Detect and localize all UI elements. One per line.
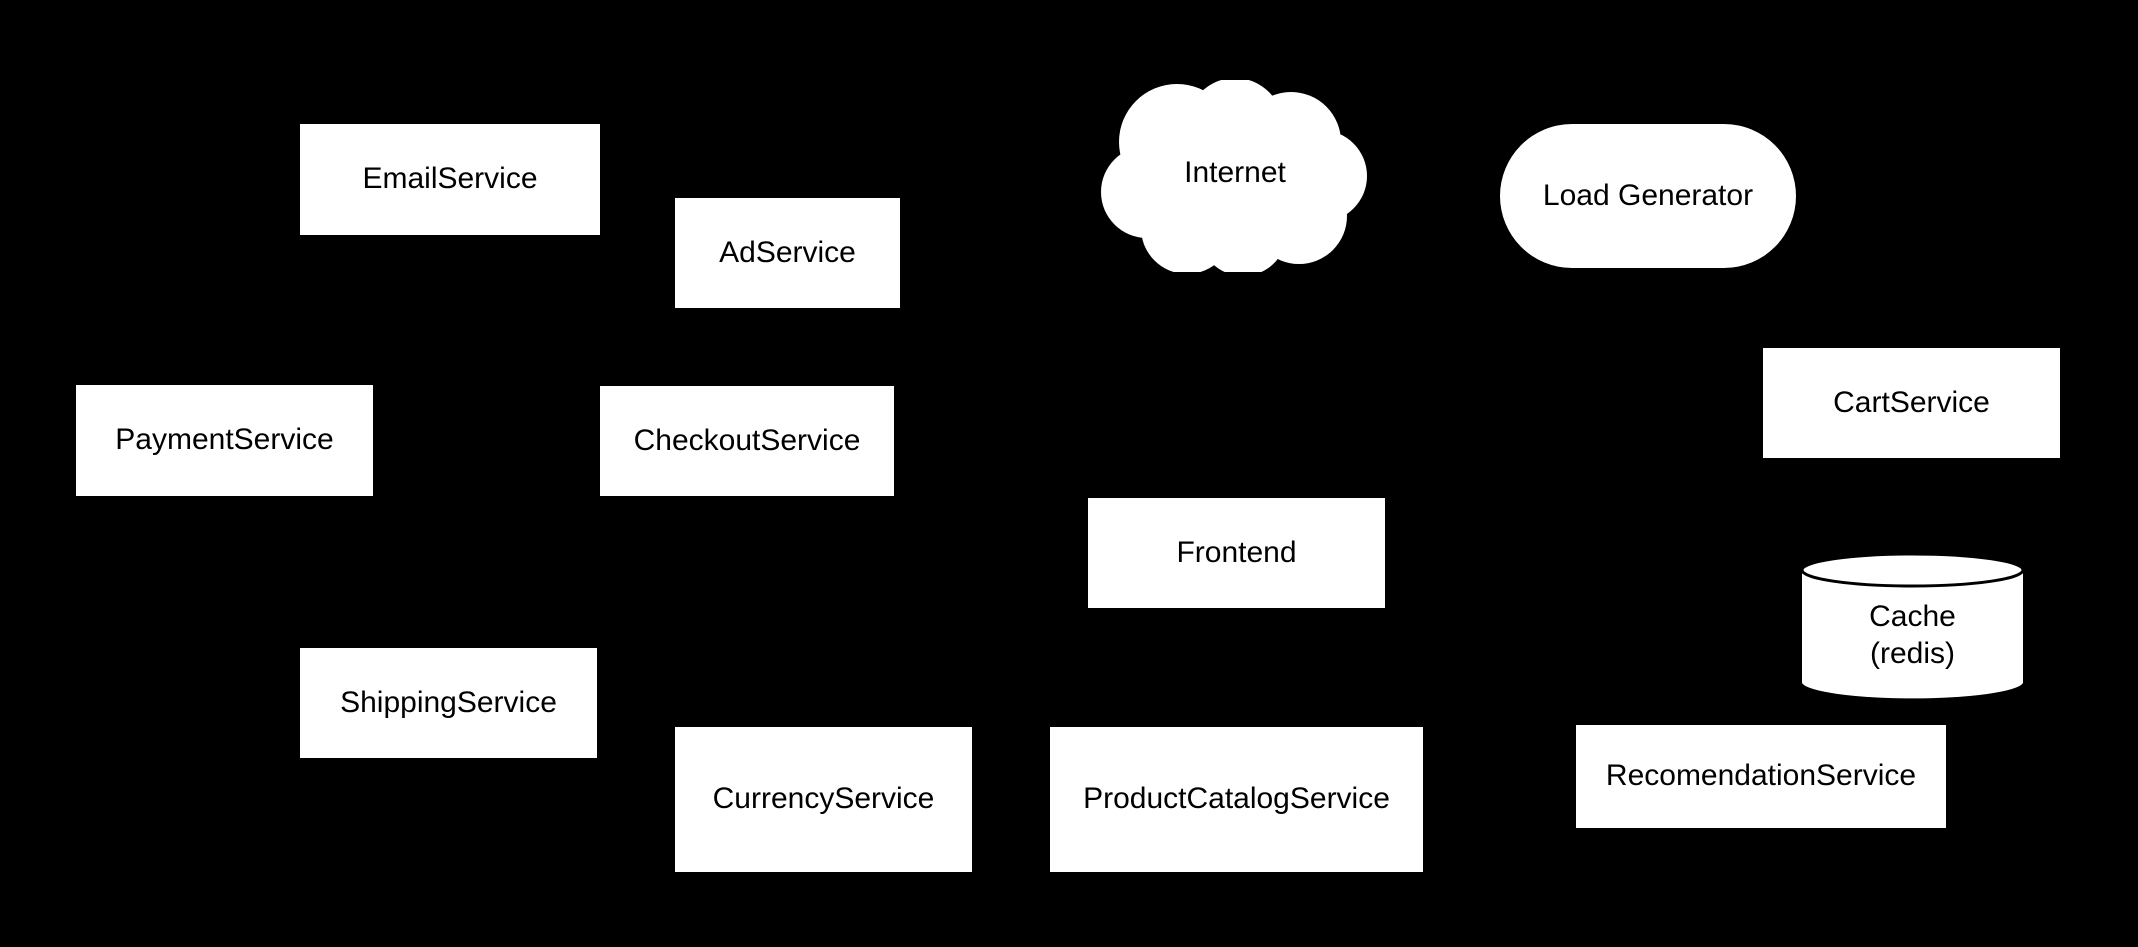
database-cylinder-icon bbox=[1800, 553, 2025, 699]
node-label-checkout-service: CheckoutService bbox=[633, 423, 861, 457]
node-label-payment-service: PaymentService bbox=[115, 423, 334, 457]
node-label-frontend: Frontend bbox=[1176, 535, 1297, 569]
node-cart-service[interactable]: CartService bbox=[1763, 348, 2060, 458]
node-load-generator[interactable]: Load Generator bbox=[1500, 124, 1796, 268]
node-label-email-service: EmailService bbox=[362, 162, 538, 196]
node-ad-service[interactable]: AdService bbox=[675, 198, 900, 308]
node-checkout-service[interactable]: CheckoutService bbox=[600, 386, 894, 496]
node-label-cart-service: CartService bbox=[1833, 385, 1990, 419]
node-label-cache-redis: Cache (redis) bbox=[1869, 600, 1956, 670]
cloud-icon bbox=[1101, 80, 1367, 272]
node-frontend[interactable]: Frontend bbox=[1088, 498, 1385, 608]
node-product-catalog-service[interactable]: ProductCatalogService bbox=[1050, 727, 1423, 872]
node-internet[interactable]: Internet bbox=[1085, 80, 1385, 272]
node-shipping-service[interactable]: ShippingService bbox=[300, 648, 597, 758]
node-label-shipping-service: ShippingService bbox=[340, 685, 557, 719]
node-recomendation-service[interactable]: RecomendationService bbox=[1576, 725, 1946, 828]
node-label-recomendation-service: RecomendationService bbox=[1605, 759, 1917, 793]
node-email-service[interactable]: EmailService bbox=[300, 124, 600, 235]
node-label-product-catalog-service: ProductCatalogService bbox=[1083, 782, 1390, 816]
node-label-ad-service: AdService bbox=[719, 235, 856, 269]
node-label-load-generator: Load Generator bbox=[1542, 178, 1754, 212]
node-currency-service[interactable]: CurrencyService bbox=[675, 727, 972, 872]
node-label-internet: Internet bbox=[1184, 156, 1286, 189]
node-label-currency-service: CurrencyService bbox=[712, 782, 935, 816]
node-cache-redis[interactable]: Cache (redis) bbox=[1800, 553, 2025, 700]
node-payment-service[interactable]: PaymentService bbox=[76, 385, 373, 496]
